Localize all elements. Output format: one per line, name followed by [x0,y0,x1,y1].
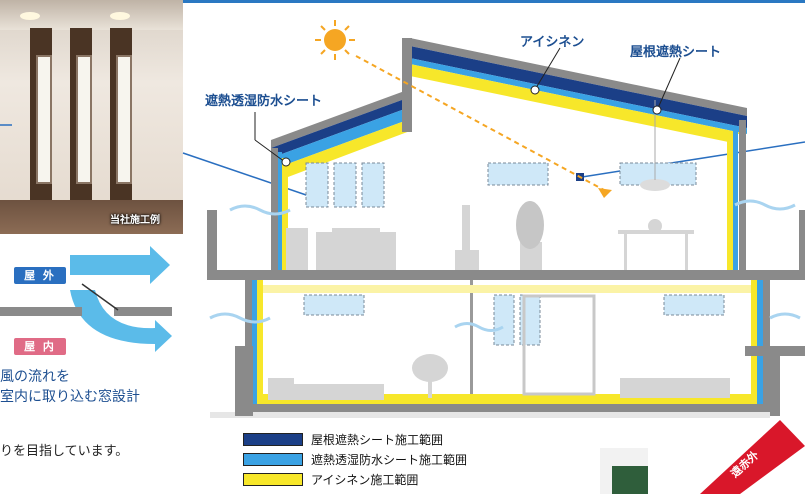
ceiling-light-icon [110,12,130,20]
interior-photo [0,0,183,234]
body-text: りを目指しています。 [0,444,129,459]
legend-swatch [243,453,303,466]
legend-item-aishinen: アイシネン施工範囲 [243,472,543,488]
outside-tag: 屋 外 [14,267,66,284]
ceiling-light-icon [20,12,40,20]
photo-window [116,55,132,184]
legend-label: 屋根遮熱シート施工範囲 [311,433,444,447]
inside-tag: 屋 内 [14,338,66,355]
roof-sheet-label: 屋根遮熱シート [630,45,722,60]
aishinen-label: アイシネン [520,35,585,50]
waterproof-sheet-label: 遮熱透湿防水シート [205,94,323,109]
photo-floor [0,200,183,234]
top-border-line [0,0,805,3]
photo-caption: 当社施工例 [110,215,160,226]
wind-caption-line2: 室内に取り込む窓設計 [0,389,140,405]
legend-label: アイシネン施工範囲 [311,473,419,487]
legend-swatch [243,433,303,446]
legend-item-roof-sheet: 屋根遮熱シート施工範囲 [243,432,543,448]
legend-item-waterproof-sheet: 遮熱透湿防水シート施工範囲 [243,452,543,468]
photo-window [36,55,52,184]
photo-window [76,55,92,184]
wind-caption-line1: 風の流れを [0,369,70,385]
legend-swatch [243,473,303,486]
legend-label: 遮熱透湿防水シート施工範囲 [311,453,468,467]
